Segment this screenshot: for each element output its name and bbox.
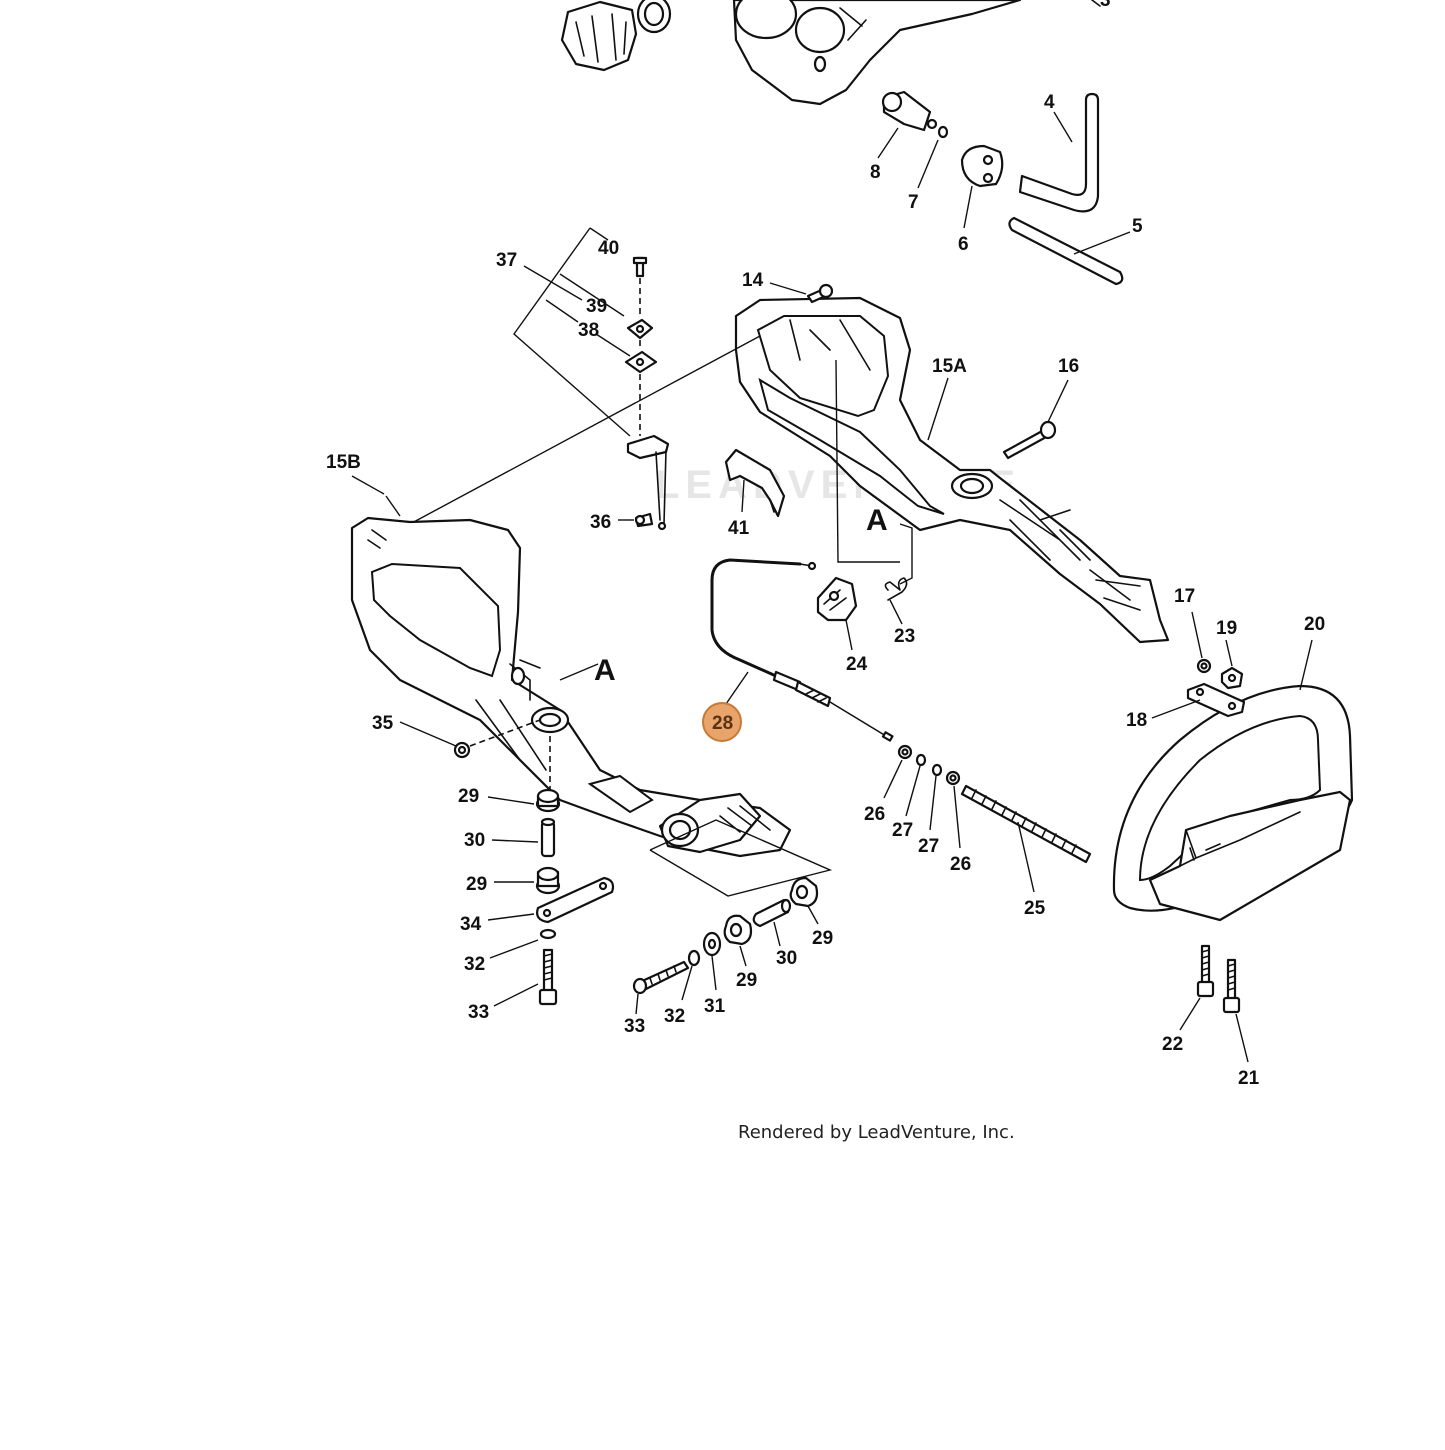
label-part-29-lower-left[interactable]: 29 [466, 874, 487, 895]
label-part-25[interactable]: 25 [1024, 898, 1046, 919]
nut-part-17[interactable] [1196, 658, 1212, 674]
rear-handle-part-15A[interactable] [734, 296, 1170, 644]
tank-housing-part[interactable] [732, 0, 1101, 106]
screw-part-40[interactable] [632, 256, 648, 278]
label-part-32-bottom[interactable]: 32 [664, 1006, 685, 1027]
label-part-30-bottom[interactable]: 30 [776, 948, 797, 969]
label-part-33-bottom[interactable]: 33 [624, 1016, 645, 1037]
highlight-circle [702, 702, 742, 742]
fitting-part-8[interactable] [881, 90, 938, 132]
label-part-29-bottom-right[interactable]: 29 [812, 928, 833, 949]
threaded-rod-part-25[interactable] [960, 784, 1092, 864]
mount-part-29-upper-left[interactable] [535, 788, 561, 813]
bolt-part-33-bottom[interactable] [632, 960, 690, 995]
label-part-23[interactable]: 23 [894, 626, 915, 647]
bolt-part-33-left[interactable] [538, 948, 558, 1006]
bent-tube-part-4[interactable] [1018, 92, 1100, 213]
sleeve-part-30-left[interactable] [540, 817, 556, 858]
grommet-part-6[interactable] [960, 144, 1004, 188]
plate-part-34[interactable] [536, 876, 615, 924]
plate-part-38[interactable] [624, 350, 658, 374]
label-part-20[interactable]: 20 [1304, 614, 1325, 635]
clip-part-41[interactable] [724, 448, 786, 518]
label-part-15A[interactable]: 15A [932, 356, 967, 377]
washer-part-32-left[interactable] [539, 928, 557, 940]
nut-part-39[interactable] [626, 318, 654, 340]
bracket-part[interactable] [626, 434, 670, 531]
label-part-5[interactable]: 5 [1132, 216, 1143, 237]
screw-part-36[interactable] [634, 512, 654, 528]
mount-part-29-bottom-left[interactable] [723, 914, 753, 946]
label-part-16[interactable]: 16 [1058, 356, 1079, 377]
label-part-8[interactable]: 8 [870, 162, 881, 183]
washer-part-27-left[interactable] [915, 753, 927, 767]
label-part-30-left[interactable]: 30 [464, 830, 485, 851]
credit-text: Rendered by LeadVenture, Inc. [738, 1122, 1015, 1143]
label-part-35[interactable]: 35 [372, 713, 394, 734]
label-part-26-right[interactable]: 26 [950, 854, 971, 875]
ref-letter-a-upper: A [866, 504, 888, 537]
sleeve-part-30-bottom[interactable] [752, 898, 792, 928]
label-part-26-left[interactable]: 26 [864, 804, 885, 825]
label-part-38[interactable]: 38 [578, 320, 599, 341]
washer-part-31[interactable] [702, 931, 722, 957]
front-handle-part-15B[interactable] [350, 516, 792, 858]
label-part-14[interactable]: 14 [742, 270, 764, 291]
nut-part-19[interactable] [1220, 666, 1244, 690]
fuel-cap-part[interactable] [560, 0, 672, 72]
label-part-29-bottom-left[interactable]: 29 [736, 970, 757, 991]
label-part-21[interactable]: 21 [1238, 1068, 1260, 1089]
highlight-badge-part-28[interactable]: 28 [702, 702, 742, 742]
throttle-cable-part-28[interactable] [710, 558, 894, 742]
label-part-34[interactable]: 34 [460, 914, 482, 935]
nut-part-26-left[interactable] [897, 744, 913, 760]
trigger-part-24[interactable] [816, 576, 858, 622]
label-part-7[interactable]: 7 [908, 192, 919, 213]
bolt-part-16[interactable] [1002, 420, 1057, 460]
ref-letter-a-lower: A [594, 654, 616, 687]
mount-part-29-lower-left[interactable] [535, 866, 561, 895]
label-part-41[interactable]: 41 [728, 518, 750, 539]
spring-part-23[interactable] [884, 577, 908, 601]
bolt-part-22[interactable] [1196, 944, 1215, 998]
label-part-24[interactable]: 24 [846, 654, 868, 675]
label-part-19[interactable]: 19 [1216, 618, 1237, 639]
front-guard-part-20[interactable] [1112, 684, 1354, 922]
label-part-39[interactable]: 39 [586, 296, 607, 317]
washer-part-27-right[interactable] [931, 763, 943, 777]
label-part-28[interactable]: 28 [712, 713, 733, 734]
label-part-33-left[interactable]: 33 [468, 1002, 489, 1023]
washer-part-32-bottom[interactable] [687, 949, 701, 967]
mount-part-29-bottom-right[interactable] [789, 876, 819, 908]
label-part-27-left[interactable]: 27 [892, 820, 913, 841]
label-part-18[interactable]: 18 [1126, 710, 1147, 731]
label-part-40[interactable]: 40 [598, 238, 619, 259]
nut-part-35[interactable] [453, 741, 471, 759]
label-part-29-upper-left[interactable]: 29 [458, 786, 479, 807]
label-part-6[interactable]: 6 [958, 234, 969, 255]
label-part-27-right[interactable]: 27 [918, 836, 939, 857]
label-part-17[interactable]: 17 [1174, 586, 1195, 607]
label-part-4[interactable]: 4 [1044, 92, 1055, 113]
clip-part-7[interactable] [937, 125, 949, 139]
label-part-22[interactable]: 22 [1162, 1034, 1183, 1055]
label-part-31[interactable]: 31 [704, 996, 726, 1017]
tube-part-5[interactable] [1008, 216, 1124, 286]
label-part-32-left[interactable]: 32 [464, 954, 485, 975]
nut-part-26-right[interactable] [945, 770, 961, 786]
label-part-3[interactable]: 3 [1100, 0, 1111, 11]
label-part-15B[interactable]: 15B [326, 452, 361, 473]
bolt-part-21[interactable] [1222, 958, 1241, 1014]
label-part-37[interactable]: 37 [496, 250, 517, 271]
screw-part-14[interactable] [806, 283, 834, 304]
plate-part-18[interactable] [1186, 682, 1246, 718]
label-part-36[interactable]: 36 [590, 512, 611, 533]
